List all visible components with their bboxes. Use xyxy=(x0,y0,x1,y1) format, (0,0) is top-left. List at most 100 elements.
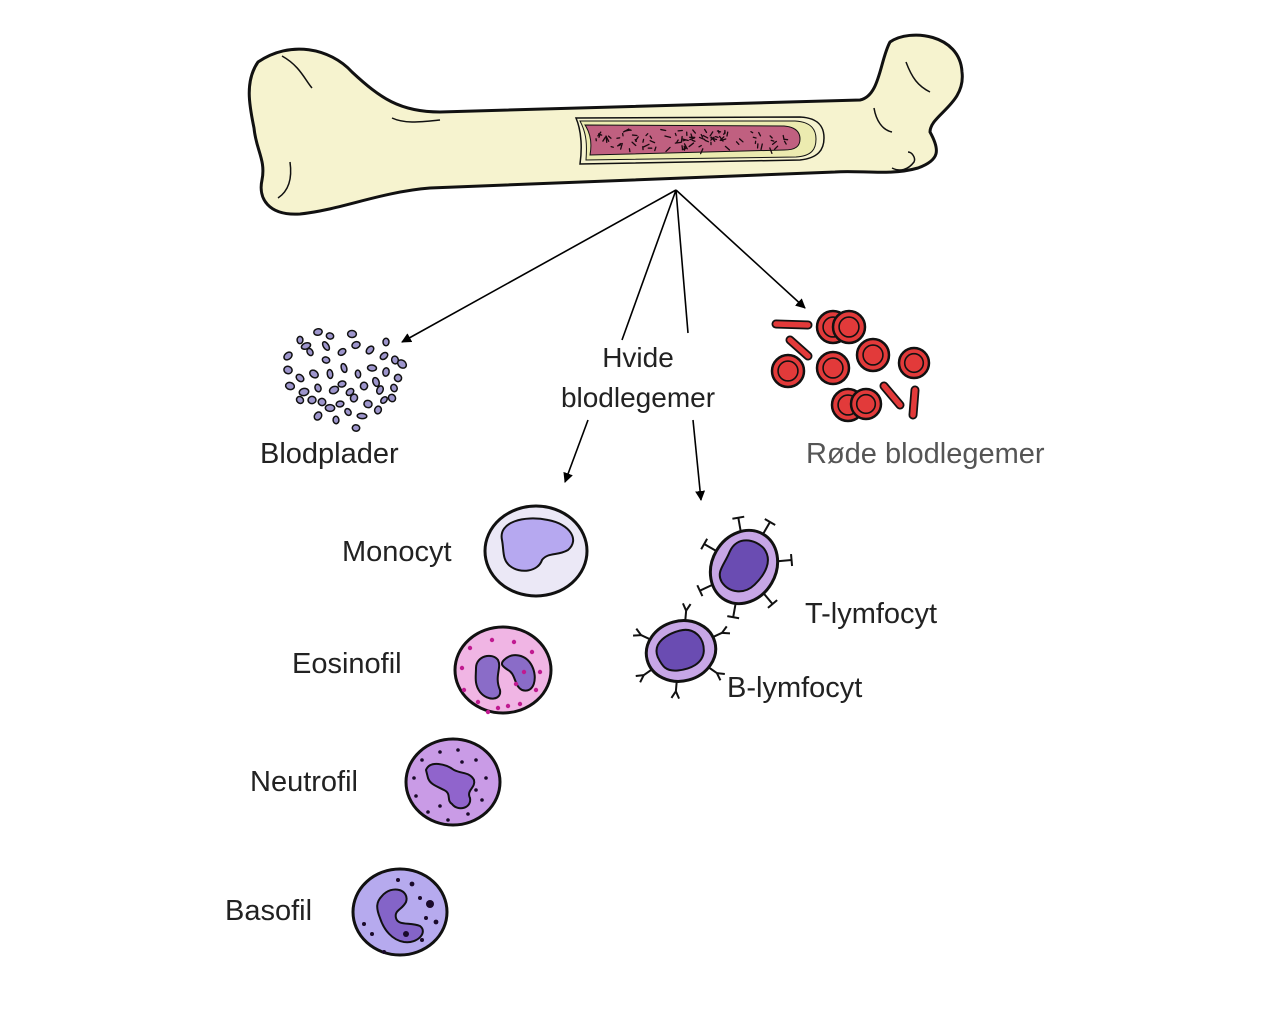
basophil-granule xyxy=(370,932,374,936)
b-lymphocyte-cell xyxy=(621,594,743,708)
t-cell-receptor-cap xyxy=(701,539,707,549)
platelet xyxy=(325,405,334,412)
arrow-bone-to-platelets xyxy=(402,190,676,342)
platelet xyxy=(382,367,389,376)
monocyte-label: Monocyt xyxy=(342,538,452,567)
basophil-granule xyxy=(362,922,366,926)
bone-illustration xyxy=(249,35,962,214)
marrow-speck xyxy=(681,137,682,143)
neutrophil-granule xyxy=(420,758,424,762)
neutrophil-granule xyxy=(460,760,464,764)
platelets-label: Blodplader xyxy=(260,440,399,469)
eosinophil-granule xyxy=(460,666,464,670)
platelet xyxy=(295,373,305,383)
b-cell-receptor-arm xyxy=(721,626,728,632)
red-blood-cell-center xyxy=(778,361,798,381)
platelet xyxy=(351,341,361,350)
red-blood-cell-side-view-fill xyxy=(913,390,915,415)
line-bone-to-white-cells-a xyxy=(622,190,676,340)
neutrophil-cell xyxy=(406,739,500,825)
arrow-bone-to-red-cells xyxy=(676,190,805,308)
platelet xyxy=(374,405,383,415)
platelet xyxy=(379,351,389,361)
b-lymphocyte-label: B-lymfocyt xyxy=(727,674,862,703)
basophil-granule xyxy=(382,950,386,954)
eosinophil-granule xyxy=(518,702,522,706)
platelet xyxy=(352,424,360,431)
marrow-speck xyxy=(643,139,644,142)
neutrophil-granule xyxy=(438,804,442,808)
red-blood-cells-cluster xyxy=(772,311,929,421)
platelet xyxy=(297,336,303,343)
basophil-granule xyxy=(420,938,424,942)
basophil-granule xyxy=(424,916,428,920)
platelet xyxy=(383,338,389,346)
platelet xyxy=(340,363,348,373)
neutrophil-granule xyxy=(426,810,430,814)
neutrophil-granule xyxy=(446,818,450,822)
platelet xyxy=(347,330,356,337)
neutrophil-granule xyxy=(474,758,478,762)
platelet xyxy=(308,396,316,404)
neutrophil-granule xyxy=(438,750,442,754)
platelet xyxy=(322,356,331,364)
platelet xyxy=(337,347,347,356)
marrow-speck xyxy=(683,140,685,141)
neutrophil-granule xyxy=(484,776,488,780)
platelet xyxy=(394,374,403,383)
eosinophil-granule xyxy=(462,688,466,692)
t-lymphocyte-label: T-lymfocyt xyxy=(805,600,937,629)
marrow-speck xyxy=(753,137,756,138)
marrow-speck xyxy=(727,132,728,136)
red-blood-cell-center xyxy=(863,345,883,365)
eosinophil-granule xyxy=(476,700,480,704)
eosinophil-granule xyxy=(490,638,494,642)
t-cell-receptor xyxy=(763,522,770,534)
eosinophil-granule xyxy=(530,650,534,654)
platelet xyxy=(327,369,334,379)
neutrophil-granule xyxy=(412,776,416,780)
b-cell-receptor-arm xyxy=(670,691,677,698)
marrow-speck xyxy=(629,130,631,131)
basophil-cell xyxy=(353,869,447,955)
platelet xyxy=(299,387,310,396)
platelet xyxy=(326,332,335,340)
eosinophil-granule xyxy=(512,640,516,644)
platelet xyxy=(336,401,345,408)
platelet xyxy=(328,385,339,395)
neutrophil-granule xyxy=(456,748,460,752)
platelet xyxy=(313,328,322,336)
red-blood-cells-label: Røde blodlegemer xyxy=(806,440,1045,469)
marrow-speck xyxy=(675,142,680,143)
platelet xyxy=(365,345,375,356)
platelet xyxy=(363,399,373,408)
red-blood-cell-center xyxy=(905,354,924,373)
line-bone-to-white-cells-b xyxy=(676,190,688,333)
platelet xyxy=(333,416,339,424)
platelet xyxy=(372,377,381,388)
platelet xyxy=(308,369,319,380)
basophil-granule xyxy=(396,878,400,882)
platelet xyxy=(360,381,369,390)
red-blood-cell-center xyxy=(823,358,843,378)
marrow-speck xyxy=(619,144,621,145)
platelet xyxy=(337,380,346,388)
t-lymphocyte-cell xyxy=(679,499,810,634)
basophil-granule xyxy=(403,931,409,937)
platelet xyxy=(344,407,353,416)
marrow-speck xyxy=(716,137,718,138)
eosinophil-label: Eosinofil xyxy=(292,650,402,679)
t-cell-receptor-cap xyxy=(765,519,775,525)
platelet xyxy=(387,393,397,403)
red-blood-cell-side-view-fill xyxy=(776,324,808,325)
platelet xyxy=(355,370,361,379)
neutrophil-granule xyxy=(474,788,478,792)
platelet xyxy=(283,365,293,375)
neutrophil-label: Neutrofil xyxy=(250,768,358,797)
t-cell-receptor xyxy=(729,603,740,617)
t-cell-receptor xyxy=(778,554,792,567)
b-cell-receptor-arm xyxy=(685,604,692,611)
platelet xyxy=(367,365,376,372)
